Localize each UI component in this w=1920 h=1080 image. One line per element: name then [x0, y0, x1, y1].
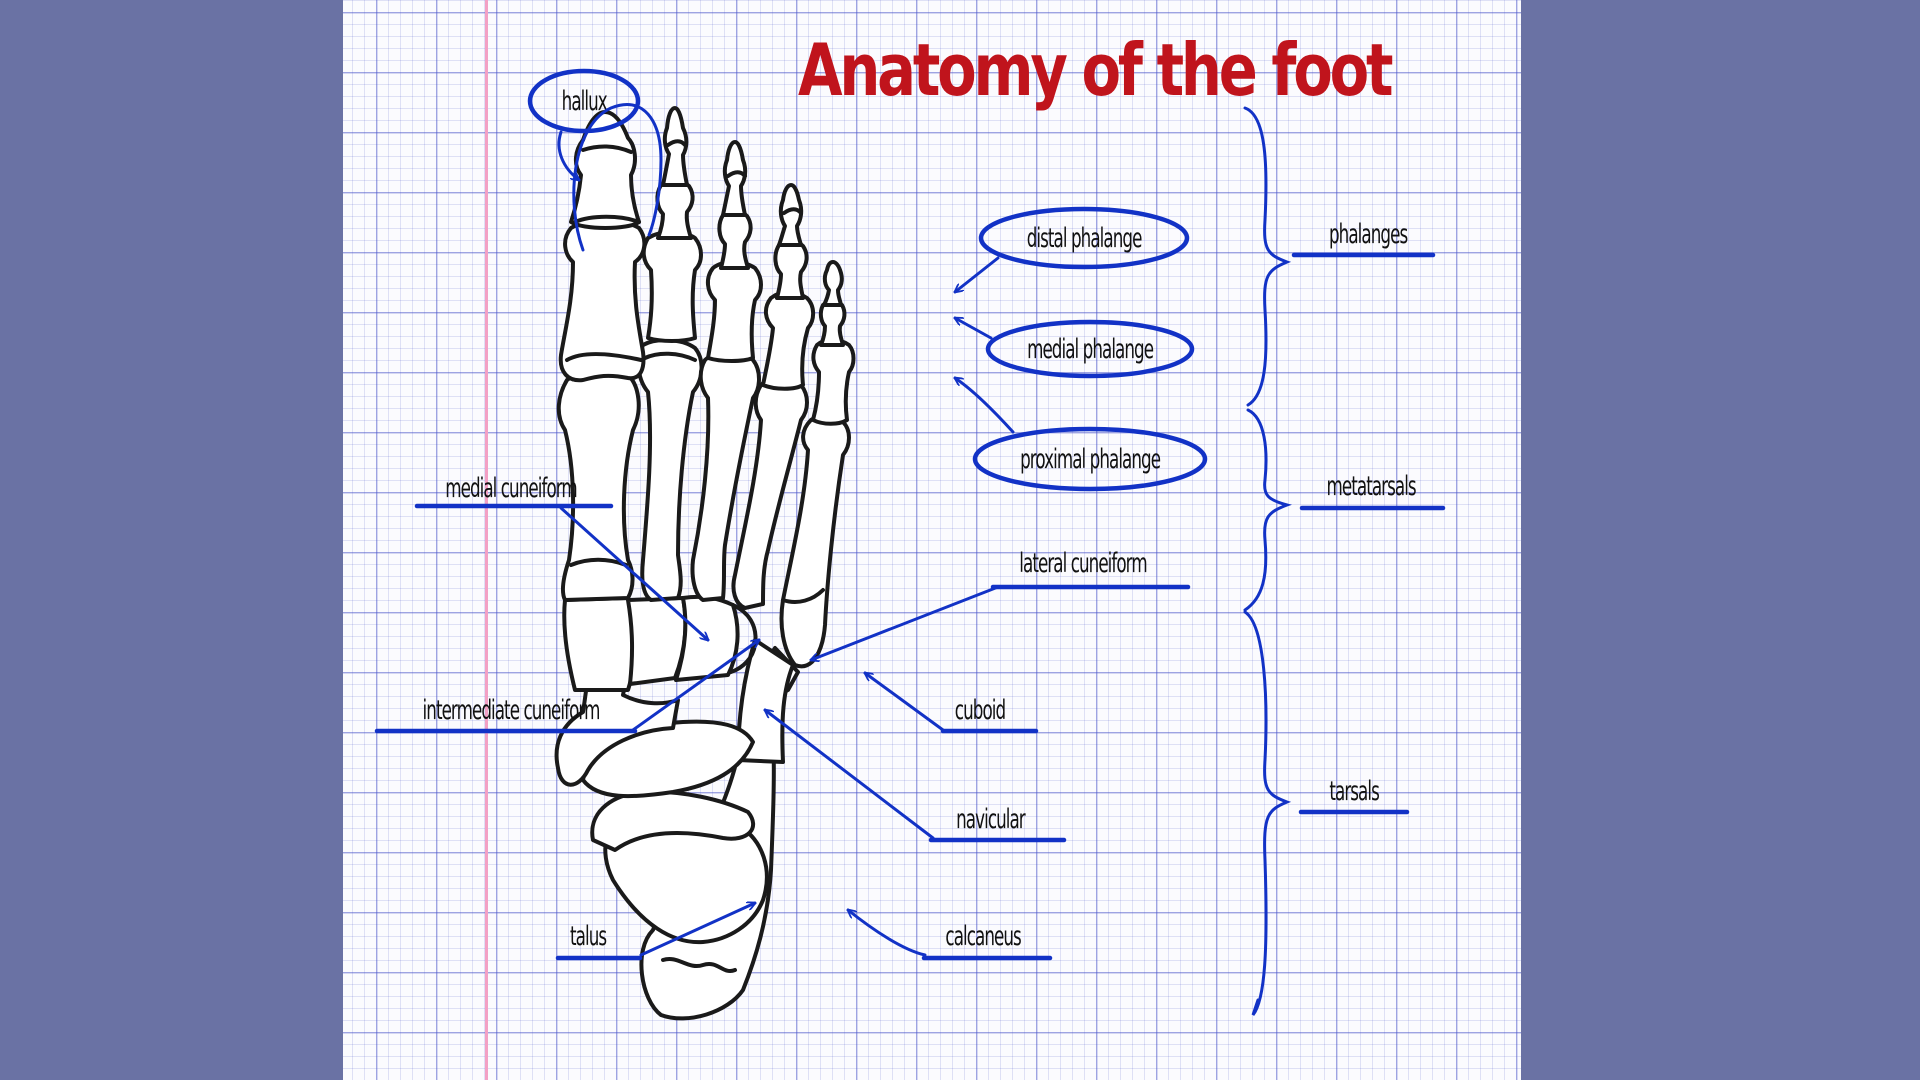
navicular-leader [765, 710, 935, 840]
toe-5-medial-phalanx [818, 299, 847, 347]
toe-5-proximal-phalanx [811, 337, 856, 426]
toe-3-medial-phalanx [717, 207, 753, 270]
medial-phalange-leader [955, 316, 993, 340]
toe-4-proximal-phalanx [761, 290, 816, 391]
metatarsal-2 [636, 338, 704, 602]
medial-phalange-oval [985, 319, 1195, 379]
talus-label: talus [570, 921, 607, 952]
graph-paper: Anatomy of the foot [343, 0, 1521, 1080]
medial-cuneiform-block [562, 596, 637, 692]
medial-cuneiform-bone [554, 610, 680, 787]
diagram-title: Anatomy of the foot [798, 29, 1393, 113]
calcaneus-leader [848, 910, 927, 957]
phalanges-brace [1243, 106, 1292, 407]
cuboid-leader [865, 673, 945, 732]
foot-skeleton [554, 106, 856, 1021]
toe-4-medial-phalanx [773, 237, 809, 300]
medial-cuneiform-leader [559, 506, 708, 640]
toe-3-distal-phalanx [721, 140, 748, 217]
lateral-cuneiform-leader [811, 585, 1000, 660]
talus-head [590, 789, 755, 852]
medial-phalange-label: medial phalange [1027, 334, 1153, 365]
cuboid-label: cuboid [955, 695, 1005, 726]
intermediate-cuneiform-leader [631, 640, 759, 732]
hallux-label: hallux [562, 86, 608, 117]
talus-leader [639, 903, 755, 957]
metatarsals-label: metatarsals [1327, 471, 1417, 502]
hallux-oval [527, 68, 641, 134]
phalanges-label: phalanges [1329, 219, 1408, 250]
navicular-label: navicular [956, 804, 1026, 835]
toe-2-medial-phalanx [655, 177, 695, 240]
toe-5-distal-phalanx [822, 260, 844, 307]
proximal-phalange-oval [972, 426, 1208, 492]
intermediate-cuneiform-label: intermediate cuneiform [423, 695, 600, 726]
distal-phalange-label: distal phalange [1027, 223, 1142, 254]
foot-diagram: Anatomy of the foot [374, 29, 1446, 1021]
toe-2-proximal-phalanx [641, 230, 703, 343]
calcaneus-label: calcaneus [945, 921, 1021, 952]
distal-phalange-oval [978, 206, 1190, 270]
tarsals-label: tarsals [1329, 776, 1379, 807]
proximal-phalange-label: proximal phalange [1020, 444, 1160, 475]
metatarsal-3 [690, 350, 761, 602]
hallux-proximal-phalanx [558, 218, 647, 383]
toe-4-distal-phalanx [777, 183, 804, 247]
metatarsals-brace [1243, 408, 1292, 612]
tarsals-brace [1243, 610, 1292, 1016]
metatarsal-1 [556, 367, 641, 602]
proximal-phalange-leader [955, 378, 1015, 434]
margin-line [485, 0, 488, 1080]
toe-2-distal-phalanx [661, 106, 689, 187]
lateral-cuneiform-label: lateral cuneiform [1019, 548, 1146, 579]
distal-phalange-leader [955, 256, 1000, 292]
toe-3-proximal-phalanx [706, 260, 763, 363]
medial-cuneiform-label: medial cuneiform [445, 473, 577, 504]
metatarsal-4 [731, 375, 809, 610]
hallux-outline [572, 103, 663, 252]
